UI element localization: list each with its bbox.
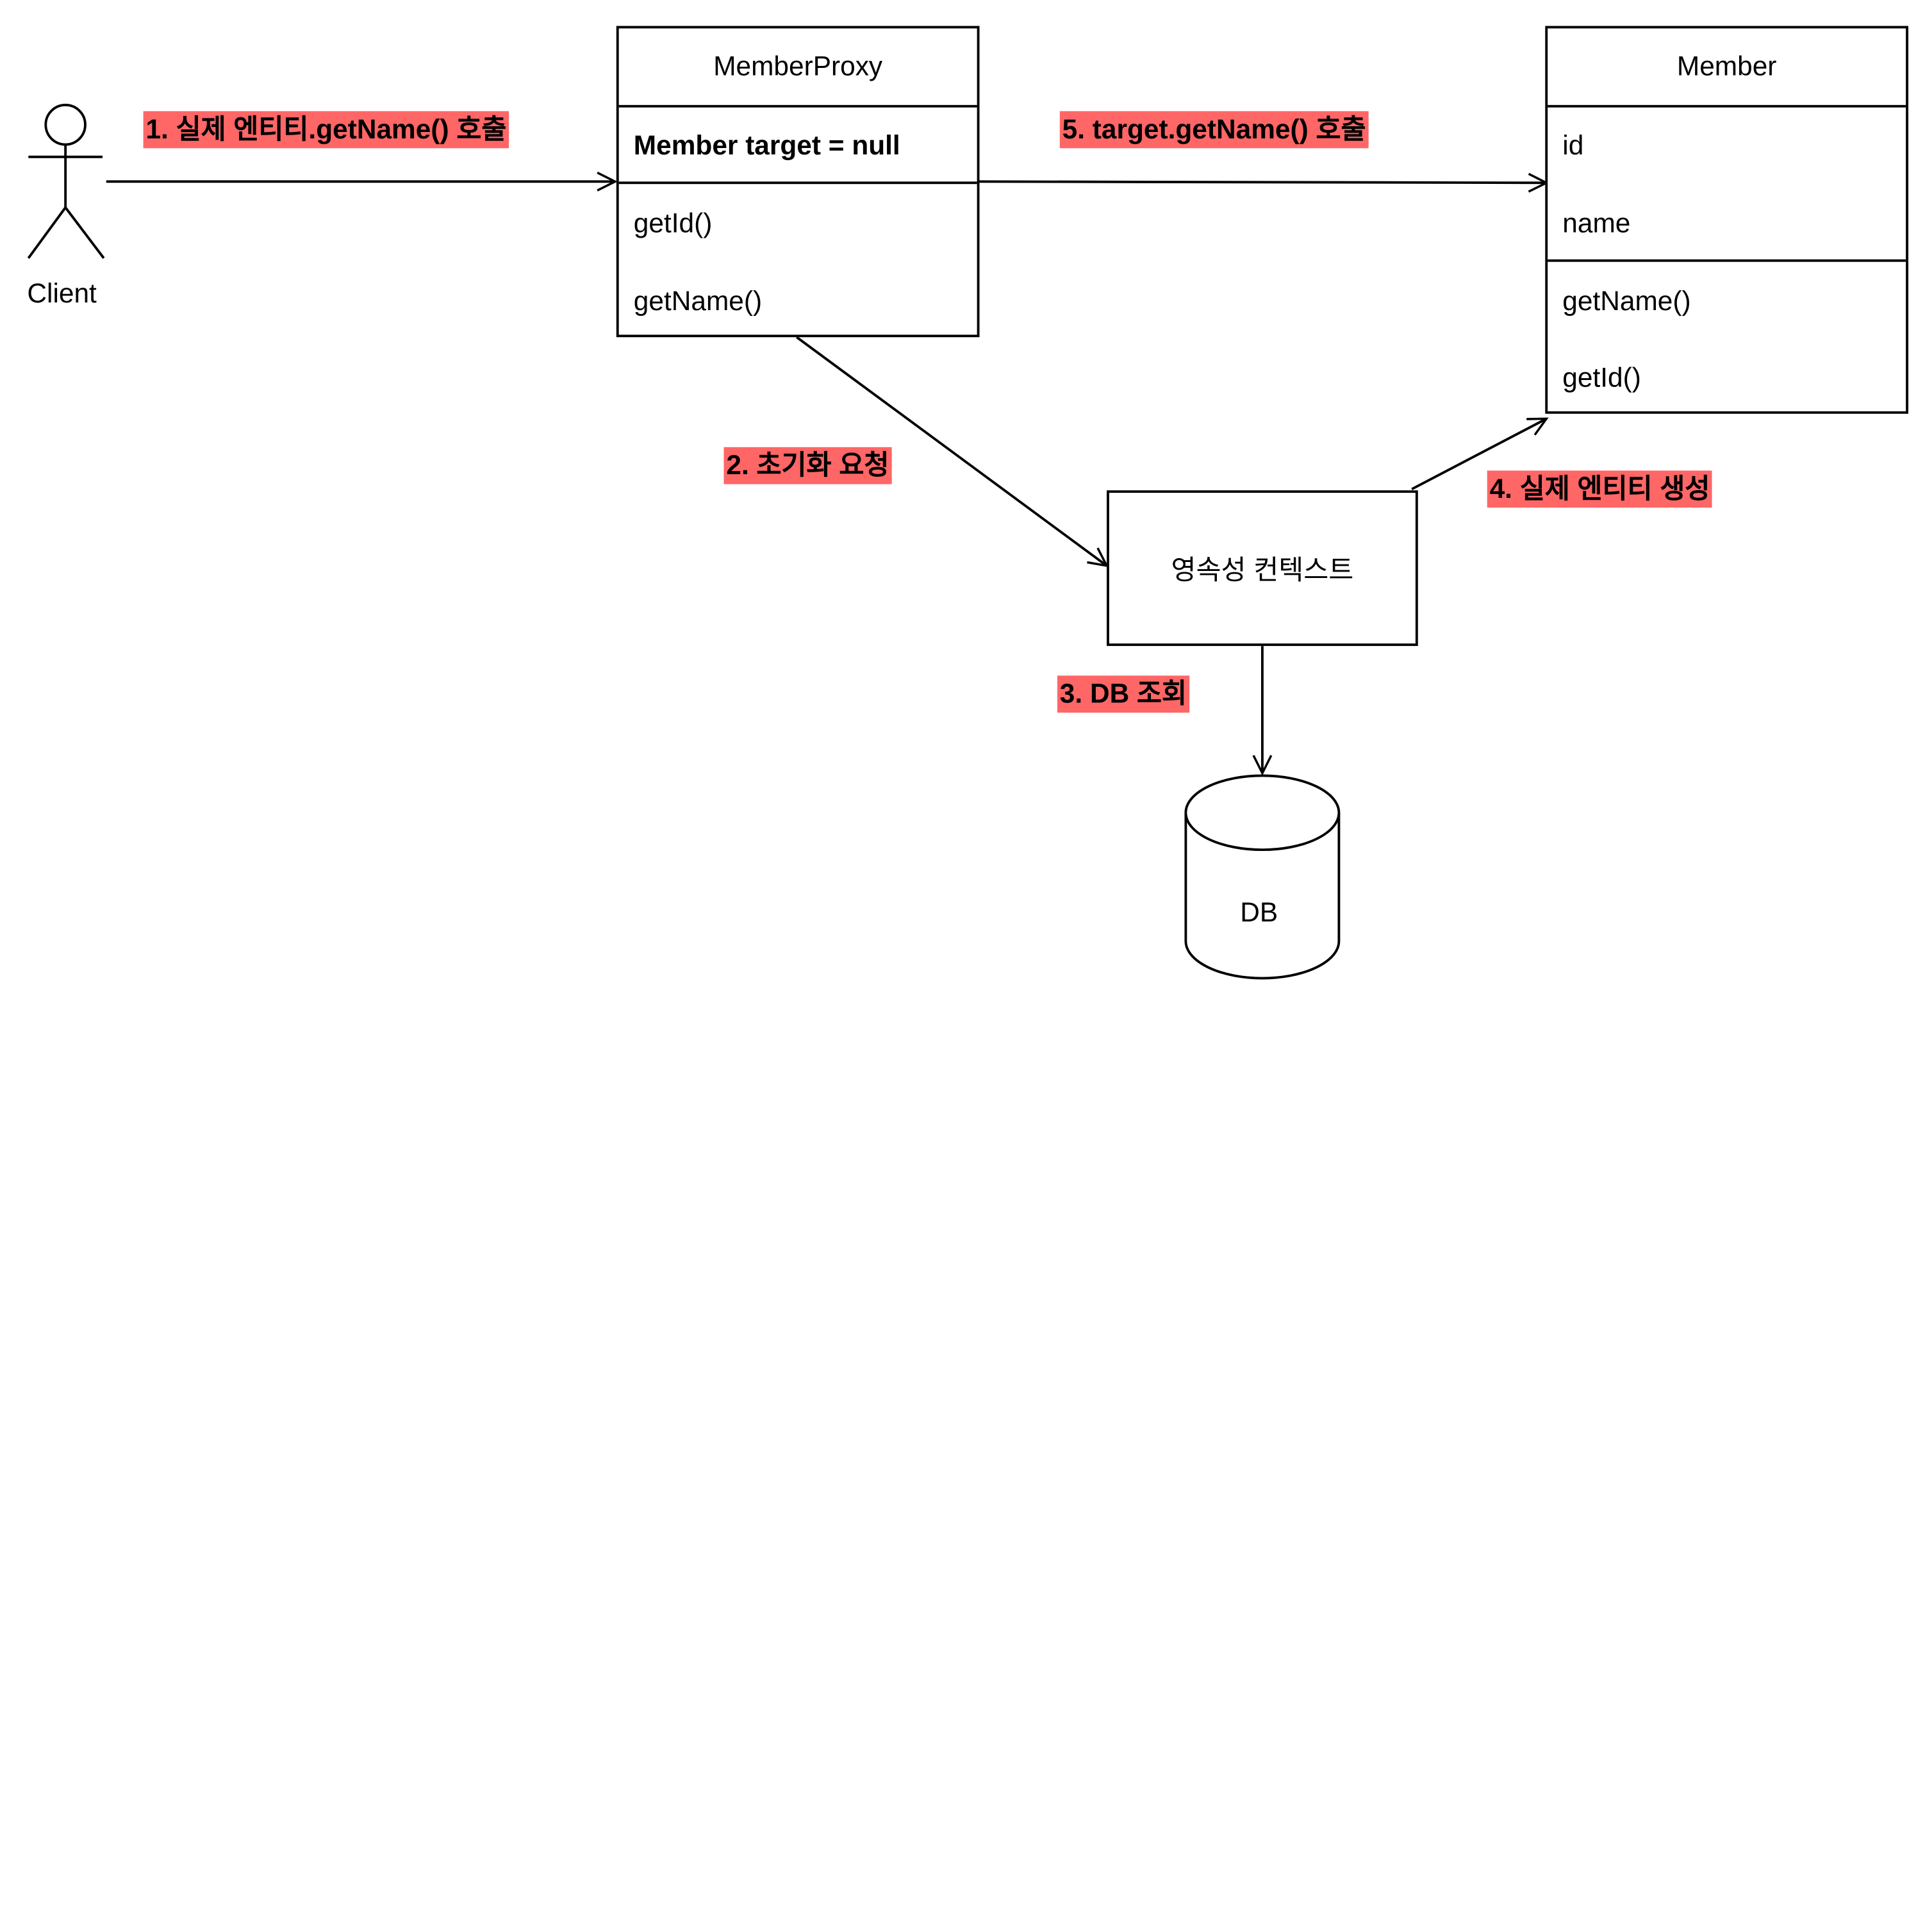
member-method: getName()	[1562, 285, 1691, 317]
member-proxy-divider-2	[618, 181, 977, 185]
persistence-context-box: 영속성 컨텍스트	[1107, 490, 1418, 647]
member-divider-2	[1548, 259, 1906, 262]
actor-label: Client	[27, 277, 97, 309]
database-cylinder	[1184, 774, 1341, 980]
member-method: getId()	[1562, 361, 1641, 393]
arrow-proxy-to-context	[796, 336, 1107, 566]
step-1-label: 1. 실제 엔티티.getName() 호출	[143, 111, 509, 149]
member-divider-1	[1548, 104, 1906, 108]
member-proxy-method: getId()	[633, 207, 713, 239]
member-class: Member id name getName() getId()	[1545, 26, 1908, 414]
member-proxy-title: MemberProxy	[713, 51, 883, 82]
member-field: id	[1562, 129, 1584, 161]
cylinder-top	[1184, 774, 1341, 852]
cylinder-body	[1184, 813, 1341, 980]
arrow-context-to-member	[1411, 418, 1546, 490]
step-5-label: 5. target.getName() 호출	[1059, 111, 1369, 149]
member-proxy-class: MemberProxy Member target = null getId()…	[616, 26, 980, 338]
member-field: name	[1562, 207, 1631, 239]
persistence-context-label: 영속성 컨텍스트	[1171, 554, 1354, 586]
actor-left-leg	[27, 206, 67, 259]
member-proxy-divider-1	[618, 104, 977, 108]
member-proxy-field: Member target = null	[633, 129, 900, 161]
step-4-label: 4. 실제 엔티티 생성	[1487, 470, 1713, 508]
member-title: Member	[1676, 51, 1777, 82]
database-label: DB	[1240, 896, 1278, 928]
connectors-layer	[27, 103, 1924, 980]
step-2-label: 2. 초기화 요청	[723, 447, 892, 484]
arrow-proxy-to-member	[978, 181, 1547, 183]
client-actor-figure	[27, 103, 105, 260]
step-3-label: 3. DB 조회	[1057, 675, 1189, 713]
member-proxy-method: getName()	[633, 285, 763, 317]
actor-head	[44, 103, 87, 146]
actor-right-leg	[64, 206, 105, 260]
